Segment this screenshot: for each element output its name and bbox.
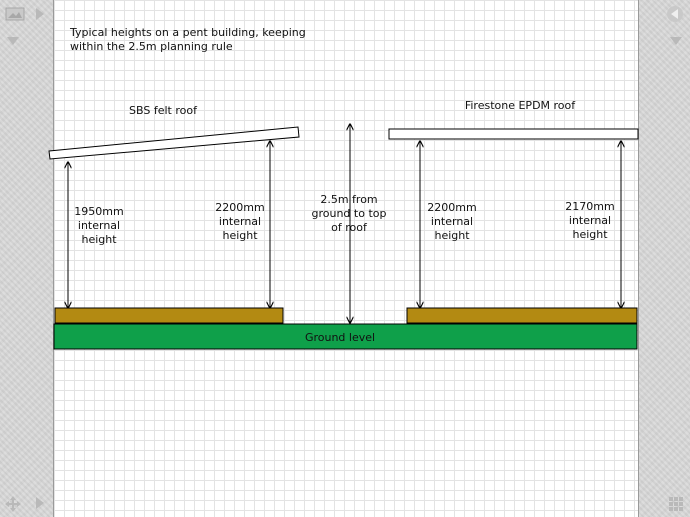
arrow-right-icon[interactable] [34, 7, 46, 21]
dim-label-left-back: 2200mm internal height [215, 201, 265, 242]
left-base [54, 307, 284, 324]
image-icon[interactable] [5, 7, 25, 21]
right-roof [388, 128, 639, 140]
arrow-down-icon-right[interactable] [669, 35, 683, 47]
dim-label-center: 2.5m from ground to top of roof [311, 193, 387, 234]
grid-icon[interactable] [668, 496, 684, 512]
diagram-title: Typical heights on a pent building, keep… [70, 26, 306, 53]
arrow-down-icon[interactable] [6, 35, 20, 47]
arrow-right-icon-bottom[interactable] [34, 496, 46, 510]
dim-label-right-front: 2200mm internal height [427, 201, 477, 242]
dim-label-right-back: 2170mm internal height [565, 200, 615, 241]
ground-label: Ground level [304, 331, 376, 344]
right-base [406, 307, 638, 324]
left-roof [48, 126, 300, 160]
dim-label-left-front: 1950mm internal height [74, 205, 124, 246]
ground-bar [53, 323, 638, 350]
drawing-canvas[interactable] [53, 0, 639, 517]
arrow-left-icon[interactable] [666, 5, 684, 23]
left-roof-label: SBS felt roof [129, 104, 197, 117]
right-roof-label: Firestone EPDM roof [464, 99, 576, 112]
move-icon[interactable] [4, 495, 22, 513]
